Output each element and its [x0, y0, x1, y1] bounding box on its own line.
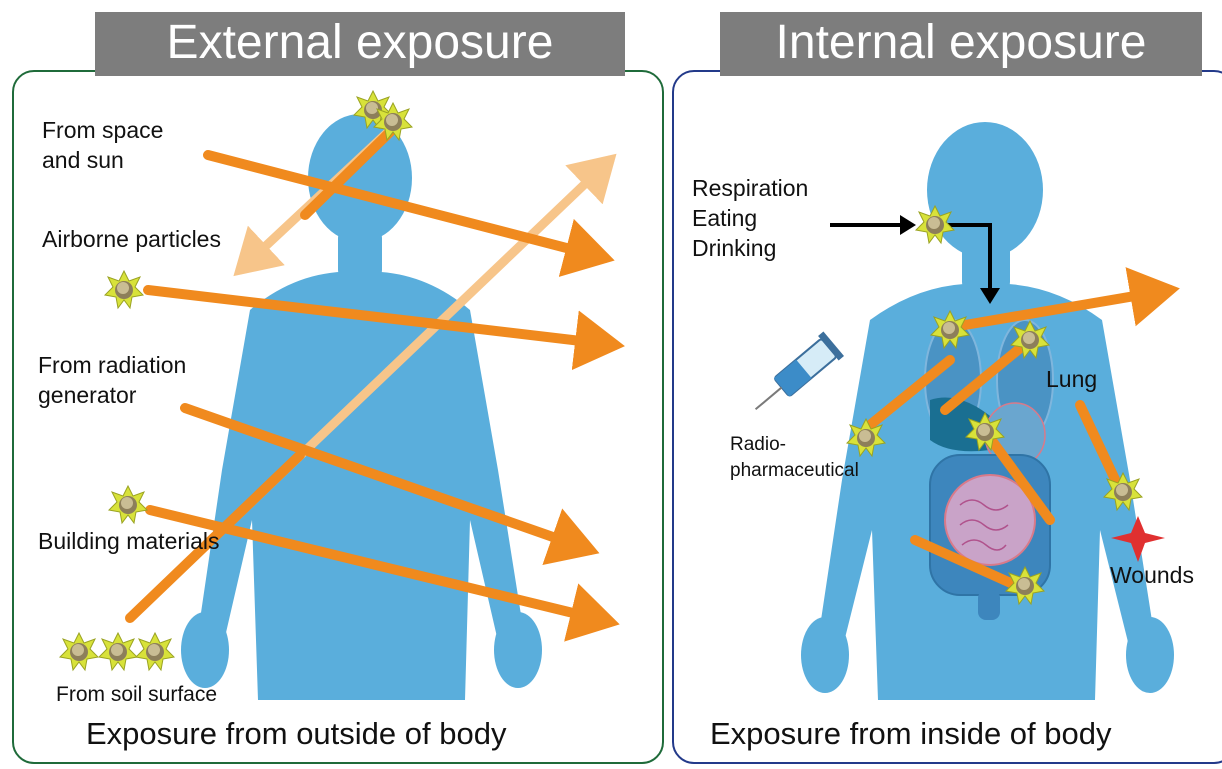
- source-label-radiation-generator: From radiation generator: [38, 350, 186, 410]
- body-silhouette-left: [181, 114, 542, 700]
- syringe-icon: [745, 331, 844, 421]
- radiopharmaceutical-label: Radio- pharmaceutical: [730, 432, 859, 484]
- wounds-label: Wounds: [1110, 560, 1194, 590]
- source-label-airborne: Airborne particles: [42, 224, 221, 254]
- internal-exposure-title: Internal exposure: [720, 12, 1202, 76]
- source-label-building-materials: Building materials: [38, 526, 220, 556]
- internal-caption: Exposure from inside of body: [710, 716, 1112, 752]
- source-label-space-sun: From space and sun: [42, 115, 163, 175]
- lung-label: Lung: [1046, 364, 1097, 394]
- source-label-soil-surface: From soil surface: [56, 682, 217, 708]
- intake-label: Respiration Eating Drinking: [692, 173, 808, 263]
- external-caption: Exposure from outside of body: [86, 716, 506, 752]
- external-exposure-title: External exposure: [95, 12, 625, 76]
